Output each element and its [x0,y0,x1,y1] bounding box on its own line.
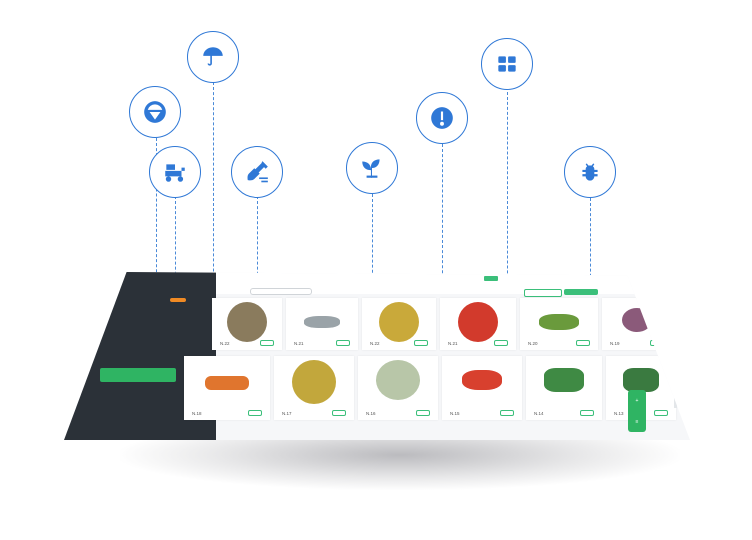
product-card[interactable]: N.17 [274,356,354,420]
sprout-icon [346,142,398,194]
search-input[interactable] [250,288,312,295]
product-tag[interactable] [336,340,350,346]
product-label: N.13 [614,411,624,416]
product-image [227,302,267,342]
filter-button[interactable] [524,289,562,297]
product-label: N.14 [534,411,544,416]
product-tag[interactable] [260,340,274,346]
product-card[interactable]: N.19 [602,298,672,350]
add-button[interactable] [564,289,598,295]
product-card[interactable]: N.21 [440,298,516,350]
product-card[interactable]: N.16 [358,356,438,420]
product-tag[interactable] [248,410,262,416]
leader-line [156,138,157,348]
product-card[interactable]: N.14 [526,356,602,420]
product-tag[interactable] [500,410,514,416]
bug-icon [564,146,616,198]
product-label: N.17 [282,411,292,416]
product-label: N.22 [220,341,230,346]
sidebar-badge [170,298,186,302]
product-card[interactable]: N.18 [184,356,270,420]
product-tag[interactable] [332,410,346,416]
product-label: N.22 [370,341,380,346]
leader-line [507,92,508,318]
gauge-icon [416,92,468,144]
product-image [458,302,498,342]
product-label: N.21 [448,341,458,346]
top-bar [216,272,690,294]
product-card[interactable]: N.21 [286,298,358,350]
product-image [304,316,340,328]
product-card[interactable]: N.20 [520,298,598,350]
product-image [292,360,336,404]
product-tag[interactable] [494,340,508,346]
product-label: N.19 [610,341,620,346]
product-label: N.16 [366,411,376,416]
product-tag[interactable] [416,410,430,416]
product-image [623,368,659,392]
shovel-icon [231,146,283,198]
product-tag[interactable] [580,410,594,416]
product-label: N.21 [294,341,304,346]
product-tag[interactable] [576,340,590,346]
product-image [622,308,652,332]
product-image [379,302,419,342]
product-card[interactable]: N.22 [212,298,282,350]
product-tag[interactable] [414,340,428,346]
floating-action-button[interactable]: + ≡ [628,390,646,432]
list-icon: ≡ [635,418,639,425]
product-card[interactable]: N.13 [606,356,676,420]
product-label: N.20 [528,341,538,346]
product-tag[interactable] [650,340,664,346]
product-card[interactable]: N.22 [362,298,436,350]
tractor-icon [149,146,201,198]
leader-line [213,82,214,332]
product-image [462,370,502,390]
status-tag [484,276,498,281]
product-tag[interactable] [654,410,668,416]
product-image [539,314,579,330]
plus-icon: + [635,397,639,404]
product-card[interactable]: N.15 [442,356,522,420]
product-image [544,368,584,392]
sidebar-action-button[interactable] [100,368,176,382]
leader-line [442,144,443,344]
product-image [205,376,249,390]
scrollbar[interactable] [674,298,677,408]
grid-icon [481,38,533,90]
product-label: N.15 [450,411,460,416]
umbrella-icon [187,31,239,83]
road-sign-icon [129,86,181,138]
product-label: N.18 [192,411,202,416]
app-screen: N.22 N.21 N.22 N.21 N.20 N.19 N.18 N.17 [64,272,690,440]
product-image [376,360,420,400]
